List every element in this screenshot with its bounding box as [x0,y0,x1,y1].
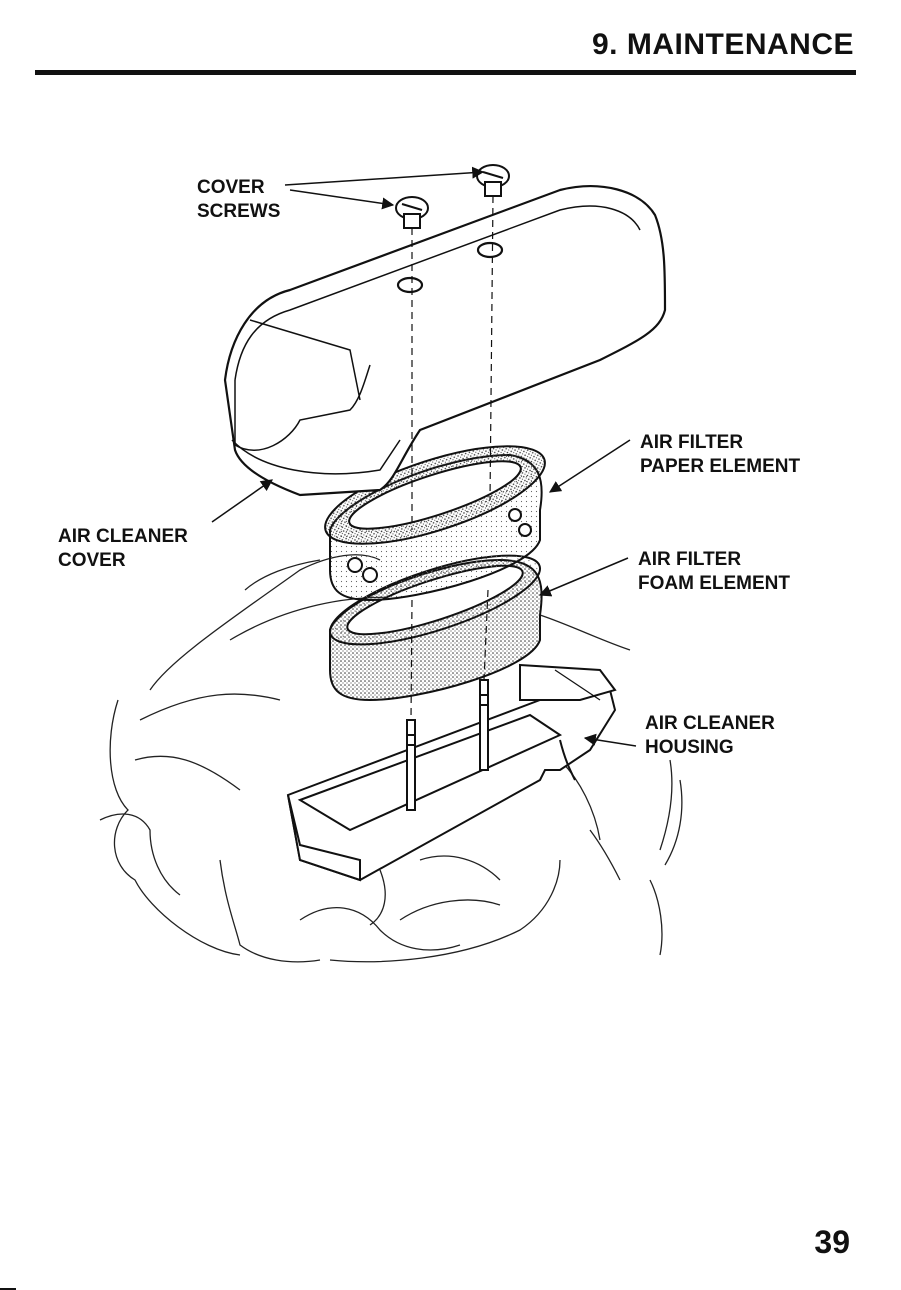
callout-line: AIR CLEANER [645,712,775,736]
page-number: 39 [814,1224,850,1261]
callout-cover-screws: COVER SCREWS [197,176,280,224]
housing-drawing [288,665,615,880]
callout-line: COVER [58,549,188,573]
callout-line: FOAM ELEMENT [638,572,790,596]
callout-line: PAPER ELEMENT [640,455,800,479]
callout-air-cleaner-housing: AIR CLEANER HOUSING [645,712,775,760]
callout-line: SCREWS [197,200,280,224]
callout-foam-element: AIR FILTER FOAM ELEMENT [638,548,790,596]
callout-paper-element: AIR FILTER PAPER ELEMENT [640,431,800,479]
callout-line: AIR FILTER [640,431,800,455]
callout-line: AIR FILTER [638,548,790,572]
callout-line: HOUSING [645,736,775,760]
callout-air-cleaner-cover: AIR CLEANER COVER [58,525,188,573]
callout-line: COVER [197,176,280,200]
callout-line: AIR CLEANER [58,525,188,549]
cover-drawing [225,186,665,495]
